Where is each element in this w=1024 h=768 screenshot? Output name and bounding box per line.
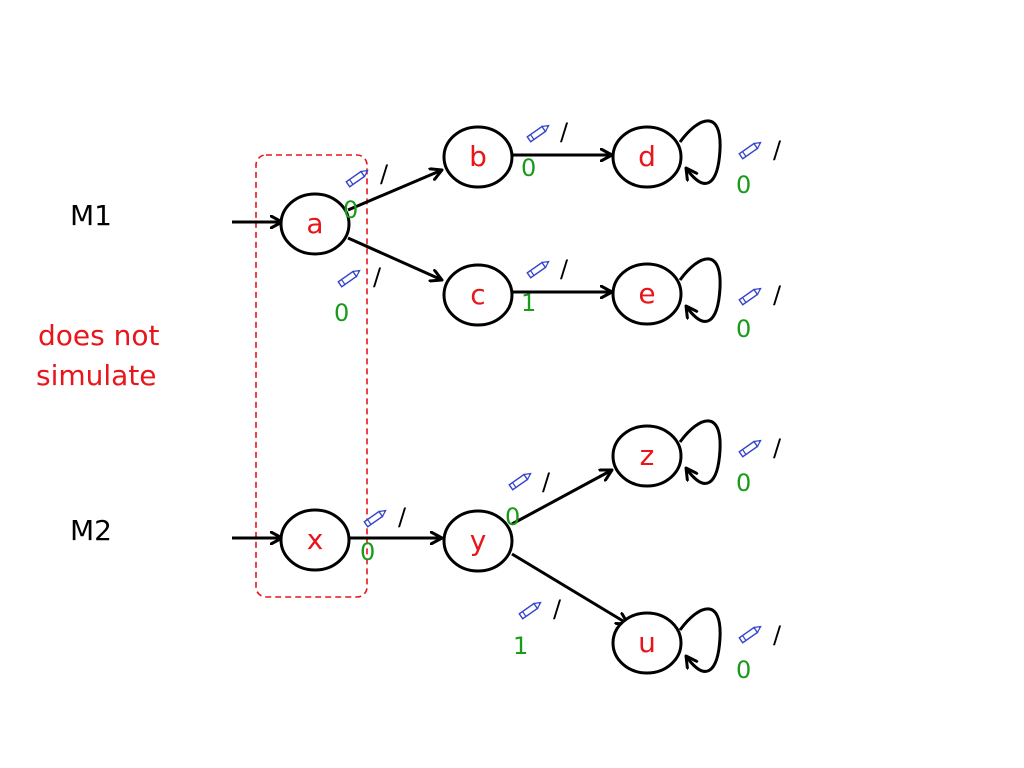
edge-a-c bbox=[347, 236, 442, 280]
transition-output: 1 bbox=[521, 289, 536, 317]
pencil-icon bbox=[738, 437, 764, 458]
transition-separator: / bbox=[560, 118, 569, 146]
simulation-highlight-box bbox=[255, 154, 368, 598]
state-label-x: x bbox=[307, 523, 324, 556]
transition-output: 0 bbox=[736, 656, 751, 684]
state-c: c bbox=[442, 263, 514, 327]
state-label-b: b bbox=[469, 140, 487, 173]
pencil-icon bbox=[518, 599, 544, 620]
transition-label-y-z: / 0 bbox=[505, 468, 551, 531]
state-label-z: z bbox=[640, 439, 655, 472]
self-loop-z bbox=[678, 419, 722, 485]
transition-label-a-b: / 0 bbox=[343, 160, 389, 224]
state-label-y: y bbox=[470, 524, 487, 557]
transition-separator: / bbox=[773, 621, 782, 649]
note-line-1: does not bbox=[38, 319, 159, 352]
state-label-a: a bbox=[306, 207, 323, 240]
transition-output: 0 bbox=[343, 196, 358, 224]
self-loop-d bbox=[678, 119, 722, 185]
machine-label-m2: M2 bbox=[70, 514, 112, 547]
transition-label-z-z: / 0 bbox=[736, 434, 782, 497]
transition-separator: / bbox=[773, 136, 782, 164]
state-label-e: e bbox=[638, 277, 655, 310]
transition-separator: / bbox=[542, 468, 551, 496]
pencil-icon bbox=[738, 139, 764, 160]
transition-separator: / bbox=[773, 434, 782, 462]
pencil-icon bbox=[526, 258, 552, 279]
transition-output: 0 bbox=[505, 503, 520, 531]
self-loop-e bbox=[678, 257, 722, 323]
state-a: a bbox=[279, 192, 351, 256]
transition-separator: / bbox=[380, 160, 389, 188]
pencil-icon bbox=[738, 285, 764, 306]
pencil-icon bbox=[508, 470, 534, 491]
state-label-c: c bbox=[470, 278, 485, 311]
transition-separator: / bbox=[398, 503, 407, 531]
transition-label-a-c: / 0 bbox=[334, 263, 382, 327]
transition-output: 0 bbox=[360, 538, 375, 566]
transition-separator: / bbox=[560, 255, 569, 283]
pencil-icon bbox=[526, 122, 552, 143]
machine-label-m1: M1 bbox=[70, 199, 112, 232]
state-b: b bbox=[442, 125, 514, 189]
transition-output: 0 bbox=[736, 315, 751, 343]
edge-y-z bbox=[511, 470, 612, 526]
transition-separator: / bbox=[373, 263, 382, 291]
state-x: x bbox=[279, 508, 351, 572]
transition-label-u-u: / 0 bbox=[736, 621, 782, 684]
state-z: z bbox=[611, 424, 683, 488]
transition-separator: / bbox=[773, 281, 782, 309]
transition-label-c-e: / 1 bbox=[521, 255, 569, 317]
transition-label-b-d: / 0 bbox=[521, 118, 569, 182]
transition-label-e-e: / 0 bbox=[736, 281, 782, 343]
self-loop-u bbox=[678, 607, 722, 673]
transition-output: 0 bbox=[736, 171, 751, 199]
transition-output: 1 bbox=[513, 632, 528, 660]
transition-label-d-d: / 0 bbox=[736, 136, 782, 199]
pencil-icon bbox=[345, 167, 371, 188]
note-line-2: simulate bbox=[36, 359, 157, 392]
transition-output: 0 bbox=[736, 469, 751, 497]
state-label-d: d bbox=[638, 140, 656, 173]
pencil-icon bbox=[738, 623, 764, 644]
transition-label-x-y: / 0 bbox=[360, 503, 407, 566]
transition-output: 0 bbox=[334, 299, 349, 327]
state-label-u: u bbox=[638, 626, 656, 659]
edge-y-u bbox=[511, 552, 628, 624]
edge-a-b bbox=[347, 170, 442, 212]
transition-separator: / bbox=[553, 595, 562, 623]
state-u: u bbox=[611, 611, 683, 675]
state-d: d bbox=[611, 125, 683, 189]
state-y: y bbox=[442, 509, 514, 573]
state-e: e bbox=[611, 262, 683, 326]
transition-label-y-u: / 1 bbox=[513, 595, 562, 660]
transition-output: 0 bbox=[521, 154, 536, 182]
pencil-icon bbox=[337, 267, 363, 288]
